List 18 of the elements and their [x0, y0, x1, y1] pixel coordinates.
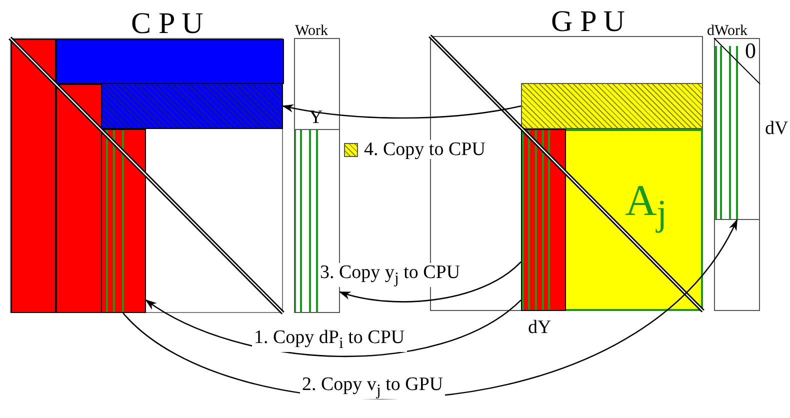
edge-label: 1. Copy dP$_{i}$ to CPU — [252, 328, 407, 352]
edge-label: 4. Copy to CPU — [362, 140, 488, 159]
arrow — [145, 300, 522, 357]
matrix-label: 0 — [745, 40, 756, 62]
arrow — [338, 261, 522, 302]
block-label: A$_{j}$ — [625, 179, 667, 232]
block-label: dV — [765, 119, 788, 138]
column-title: Work — [295, 24, 328, 39]
hatched-block — [101, 83, 283, 129]
block-label: dY — [528, 318, 552, 337]
matrix-title: C P U — [131, 9, 204, 39]
edge-label: 2. Copy v$_{j}$ to GPU — [300, 375, 446, 399]
hatched-block — [521, 83, 703, 129]
arrow — [282, 104, 522, 119]
column-panel — [101, 129, 146, 313]
edge-label: 3. Copy y$_{j}$ to CPU — [318, 263, 462, 287]
matrix-title: G P U — [551, 7, 625, 37]
column-title: dWork — [707, 24, 748, 39]
